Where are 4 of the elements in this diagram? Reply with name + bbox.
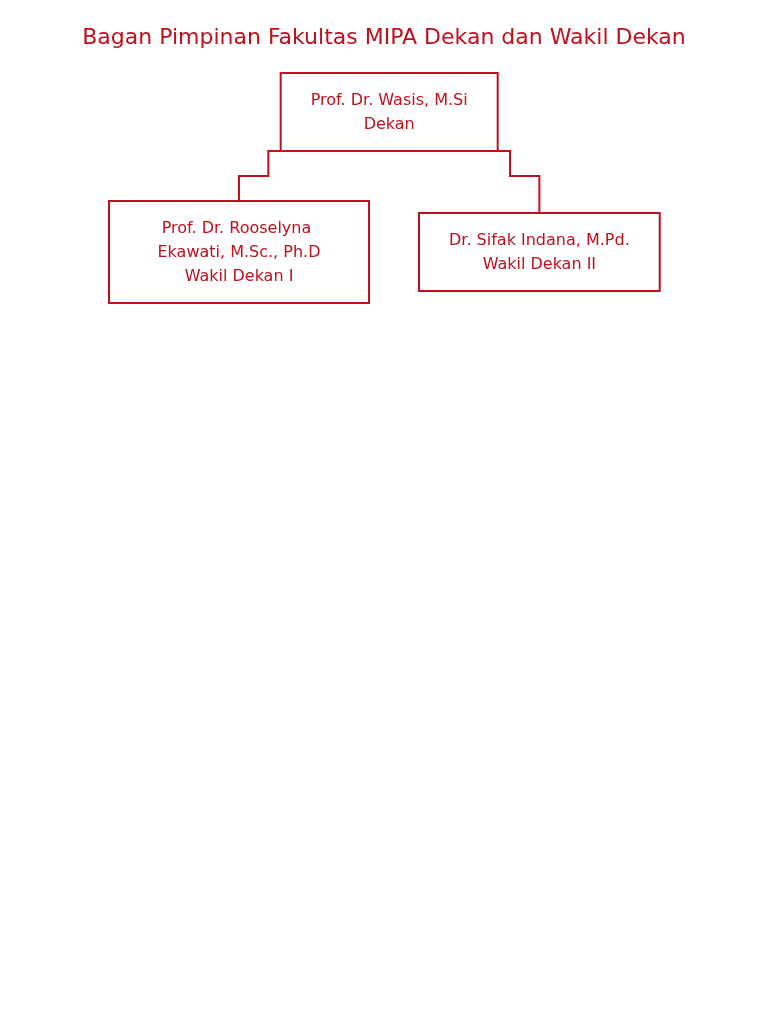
node-box: Dr. Sifak Indana, M.Pd. Wakil Dekan II xyxy=(417,212,661,292)
node-box: Prof. Dr. Rooselyna Ekawati, M.Sc., Ph.D Wakil Dekan I xyxy=(107,200,370,304)
node-box: Prof. Dr. Wasis, M.Si Dekan xyxy=(279,72,499,152)
title: Bagan Pimpinan Fakultas MIPA Dekan dan Wakil Dekan xyxy=(81,24,687,49)
